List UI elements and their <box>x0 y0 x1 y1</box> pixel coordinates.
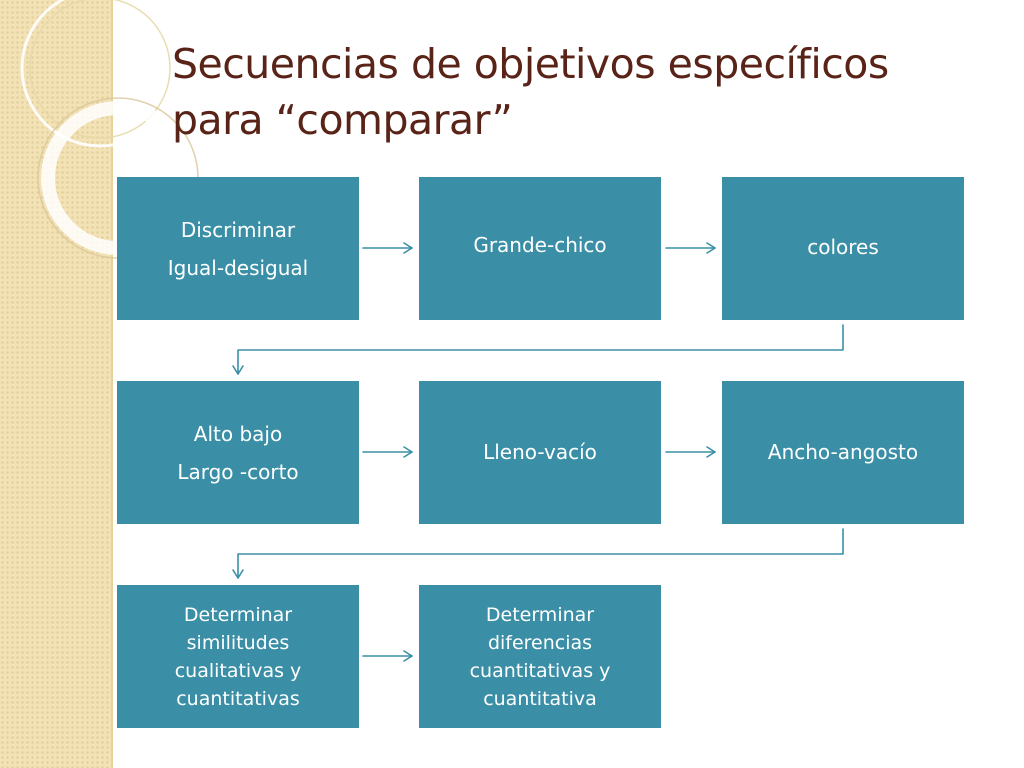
step-text: Determinar <box>183 603 293 626</box>
arrow-right-icon <box>362 446 413 458</box>
step-text: cualitativas y <box>174 659 302 682</box>
connector-arrow-icon <box>232 324 844 375</box>
step-text: colores <box>807 234 879 259</box>
step-text: Ancho-angosto <box>767 439 919 464</box>
slide-title-line-2: para “comparar” <box>172 96 513 144</box>
connector-arrow-icon <box>232 528 844 579</box>
arrow-right-icon <box>665 446 716 458</box>
arrow-right-icon <box>665 242 716 254</box>
step-text: cuantitativas <box>176 687 300 710</box>
step-text: Igual-desigual <box>167 255 309 280</box>
step-text: Grande-chico <box>473 232 607 257</box>
step-text: Determinar <box>485 603 595 626</box>
step-text: cuantitativas y <box>469 659 611 682</box>
step-text: Lleno-vacío <box>483 439 597 464</box>
step-text: Alto bajo <box>193 421 283 446</box>
arrow-right-icon <box>362 650 413 662</box>
step-box-alto-bajo: Alto bajo Largo -corto <box>117 381 359 524</box>
step-box-colores: colores <box>722 177 964 320</box>
step-box-ancho-angosto: Ancho-angosto <box>722 381 964 524</box>
step-text: Discriminar <box>180 217 296 242</box>
step-box-grande-chico: Grande-chico <box>419 177 661 320</box>
step-box-determinar-diferencias: Determinar diferencias cuantitativas y c… <box>419 585 661 728</box>
step-text: cuantitativa <box>483 687 597 710</box>
slide-title: Secuencias de objetivos específicos para… <box>172 36 992 148</box>
step-box-lleno-vacio: Lleno-vacío <box>419 381 661 524</box>
step-text: Largo -corto <box>177 459 299 484</box>
arrow-right-icon <box>362 242 413 254</box>
slide-title-line-1: Secuencias de objetivos específicos <box>172 40 889 88</box>
step-text: diferencias <box>487 631 593 654</box>
step-box-discriminar: Discriminar Igual-desigual <box>117 177 359 320</box>
step-text: similitudes <box>186 631 290 654</box>
step-box-determinar-similitudes: Determinar similitudes cualitativas y cu… <box>117 585 359 728</box>
